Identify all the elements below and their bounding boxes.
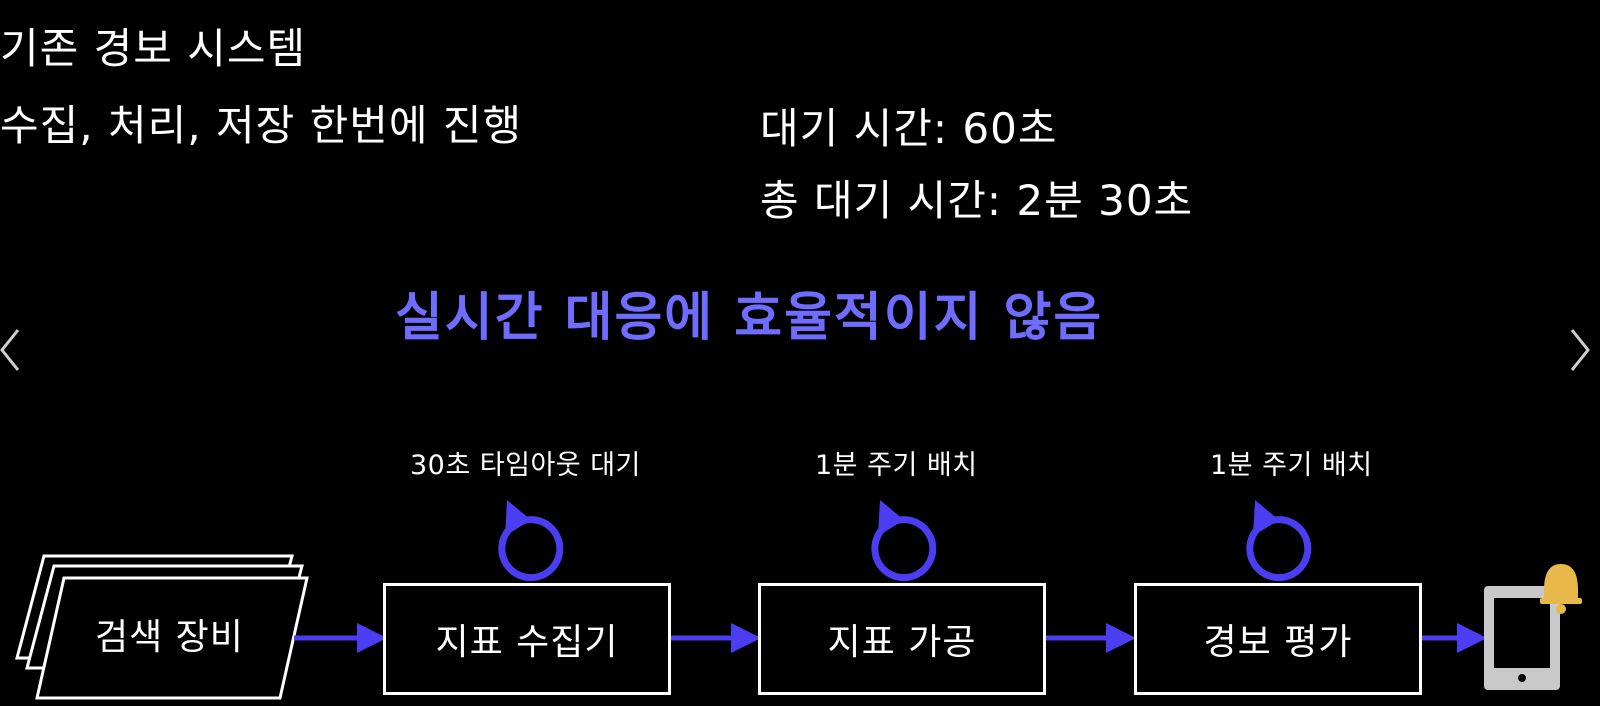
stage-label-processing: 지표 가공: [827, 622, 977, 663]
loop-label-alert-evaluation: 1분 주기 배치: [1210, 450, 1373, 481]
slide-title: 기존 경보 시스템: [0, 24, 307, 73]
loop-label-processing: 1분 주기 배치: [815, 450, 978, 481]
process-description: 수집, 처리, 저장 한번에 진행: [0, 101, 523, 150]
loop-icon-2: [871, 500, 937, 582]
loop-icon-1: [498, 500, 564, 582]
wait-time-text: 대기 시간: 60초: [760, 104, 1058, 153]
stage-label-collector: 지표 수집기: [435, 622, 619, 663]
next-slide-button[interactable]: [1566, 325, 1600, 375]
chevron-right-icon: [1570, 329, 1590, 371]
source-label: 검색 장비: [95, 617, 244, 658]
stage-box-processing: 지표 가공: [758, 583, 1046, 695]
prev-slide-button[interactable]: [0, 325, 34, 375]
chevron-left-icon: [0, 329, 20, 371]
stage-box-alert-evaluation: 경보 평가: [1134, 583, 1422, 695]
headline: 실시간 대응에 효율적이지 않음: [395, 288, 1104, 348]
phone-bell-icon: [1484, 564, 1582, 690]
total-wait-time-text: 총 대기 시간: 2분 30초: [760, 176, 1194, 225]
stage-label-alert-evaluation: 경보 평가: [1203, 622, 1353, 663]
loop-icon-3: [1246, 500, 1312, 582]
stage-box-collector: 지표 수집기: [383, 583, 671, 695]
loop-label-collector: 30초 타임아웃 대기: [410, 450, 641, 481]
